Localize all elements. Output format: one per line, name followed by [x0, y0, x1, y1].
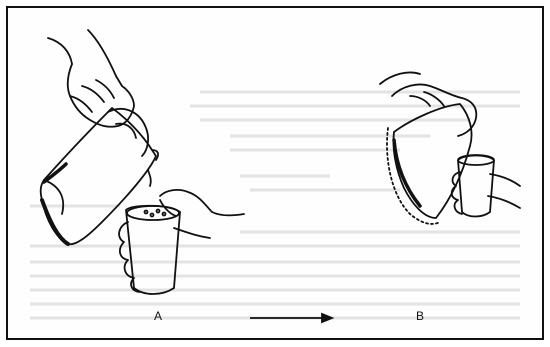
panel-a-label: A [154, 309, 162, 323]
panel-b-label: B [416, 309, 424, 323]
